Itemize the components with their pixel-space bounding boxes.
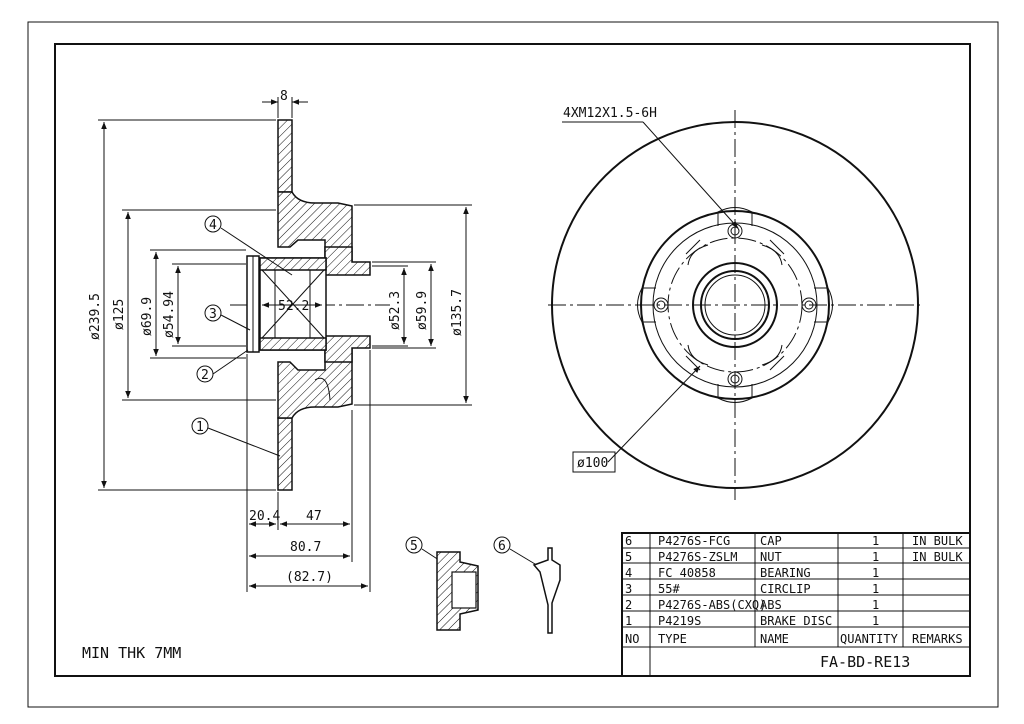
dim-bore: 52.2 (278, 299, 309, 314)
header-type: TYPE (658, 632, 687, 646)
table-cell-type: 55# (658, 582, 680, 596)
table-cell-remarks: IN BULK (912, 534, 963, 548)
dim-width-top: 8 (280, 89, 288, 104)
cap-detail: 6 (493, 536, 561, 634)
inner-frame (54, 43, 971, 677)
balloon-1: 1 (196, 420, 204, 435)
section-view: 8 ø239.5 ø125 ø69.9 ø54.94 52.2 ø52.3 ø5… (88, 89, 472, 592)
table-cell-quantity: 1 (872, 582, 879, 596)
dim-47: 47 (306, 509, 322, 524)
dim-20-4: 20.4 (249, 509, 280, 524)
balloon-6: 6 (498, 539, 506, 554)
drawing-number: FA-BD-RE13 (820, 653, 910, 671)
min-thickness-note: MIN THK 7MM (82, 644, 181, 662)
table-cell-name: ABS (760, 598, 782, 612)
dim-125: ø125 (112, 299, 127, 330)
dim-59-9: ø59.9 (415, 291, 430, 330)
balloon-4: 4 (209, 218, 217, 233)
table-cell-name: CAP (760, 534, 782, 548)
dim-69-9: ø69.9 (140, 297, 155, 336)
table-cell-quantity: 1 (872, 614, 879, 628)
table-cell-remarks: IN BULK (912, 550, 963, 564)
balloon-3: 3 (209, 307, 217, 322)
dim-52-3: ø52.3 (388, 291, 403, 330)
header-quantity: QUANTITY (840, 632, 899, 646)
table-cell-type: P4276S-ZSLM (658, 550, 737, 564)
table-cell-quantity: 1 (872, 534, 879, 548)
table-cell-no: 1 (625, 614, 632, 628)
table-cell-no: 4 (625, 566, 632, 580)
header-remarks: REMARKS (912, 632, 963, 646)
balloon-2: 2 (201, 368, 209, 383)
table-cell-type: P4276S-FCG (658, 534, 730, 548)
table-cell-no: 3 (625, 582, 632, 596)
table-cell-type: P4276S-ABS(CXQ) (658, 598, 766, 612)
dim-82-7: (82.7) (286, 570, 333, 585)
header-no: NO (625, 632, 639, 646)
outer-frame (27, 21, 999, 708)
dim-54-94: ø54.94 (162, 291, 177, 338)
table-cell-quantity: 1 (872, 566, 879, 580)
table-cell-quantity: 1 (872, 550, 879, 564)
header-name: NAME (760, 632, 789, 646)
nut-detail: 5 (405, 536, 479, 631)
pcd-note: ø100 (577, 456, 608, 471)
table-cell-name: BEARING (760, 566, 811, 580)
thread-note: 4XM12X1.5-6H (563, 106, 657, 121)
table-cell-type: FC 40858 (658, 566, 716, 580)
table-cell-name: CIRCLIP (760, 582, 811, 596)
table-cell-name: BRAKE DISC (760, 614, 832, 628)
table-cell-name: NUT (760, 550, 782, 564)
table-cell-no: 6 (625, 534, 632, 548)
table-cell-no: 2 (625, 598, 632, 612)
balloon-5: 5 (410, 539, 418, 554)
table-cell-type: P4219S (658, 614, 701, 628)
front-view: 4XM12X1.5-6H ø100 (548, 106, 920, 500)
dim-135-7: ø135.7 (450, 289, 465, 336)
table-cell-quantity: 1 (872, 598, 879, 612)
dim-outer-diameter: ø239.5 (88, 293, 103, 340)
table-cell-no: 5 (625, 550, 632, 564)
dim-80-7: 80.7 (290, 540, 321, 555)
